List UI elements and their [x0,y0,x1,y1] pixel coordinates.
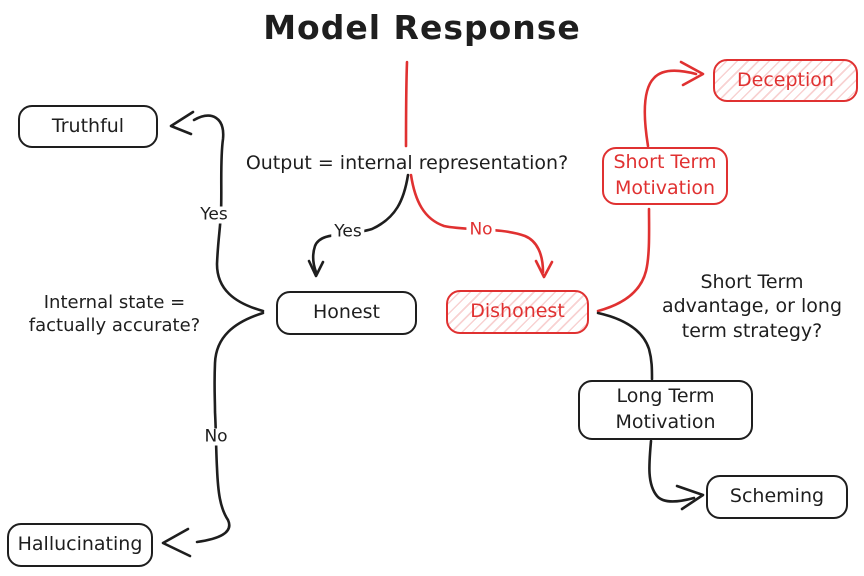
edge-long-term-to-scheming [648,439,705,511]
edge-label-accuracy-yes: Yes [197,206,231,224]
edge-short-term-to-deception [643,60,705,148]
edge-label-branch-yes: Yes [331,223,365,241]
edge-dishonest-to-short-term [596,207,651,313]
diagram-title: Model Response [263,8,581,47]
node-long-term-motivation: Long Term Motivation [578,380,753,440]
node-deception: Deception [713,59,858,102]
node-scheming: Scheming [706,475,848,519]
node-short-term-motivation: Short Term Motivation [602,147,728,205]
node-truthful: Truthful [18,105,158,148]
edge-label-branch-no: No [466,221,496,239]
node-hallucinating: Hallucinating [7,523,153,567]
question-internal-state: Internal state = factually accurate? [28,292,201,337]
edge-dishonest-to-long-term [596,311,654,381]
edge-label-accuracy-no: No [201,428,231,446]
node-dishonest: Dishonest [446,290,589,334]
node-honest: Honest [276,291,417,335]
edge-title-stem [404,60,409,148]
question-output-vs-internal: Output = internal representation? [245,152,569,174]
question-short-vs-long: Short Term advantage, or long term strat… [661,271,843,342]
